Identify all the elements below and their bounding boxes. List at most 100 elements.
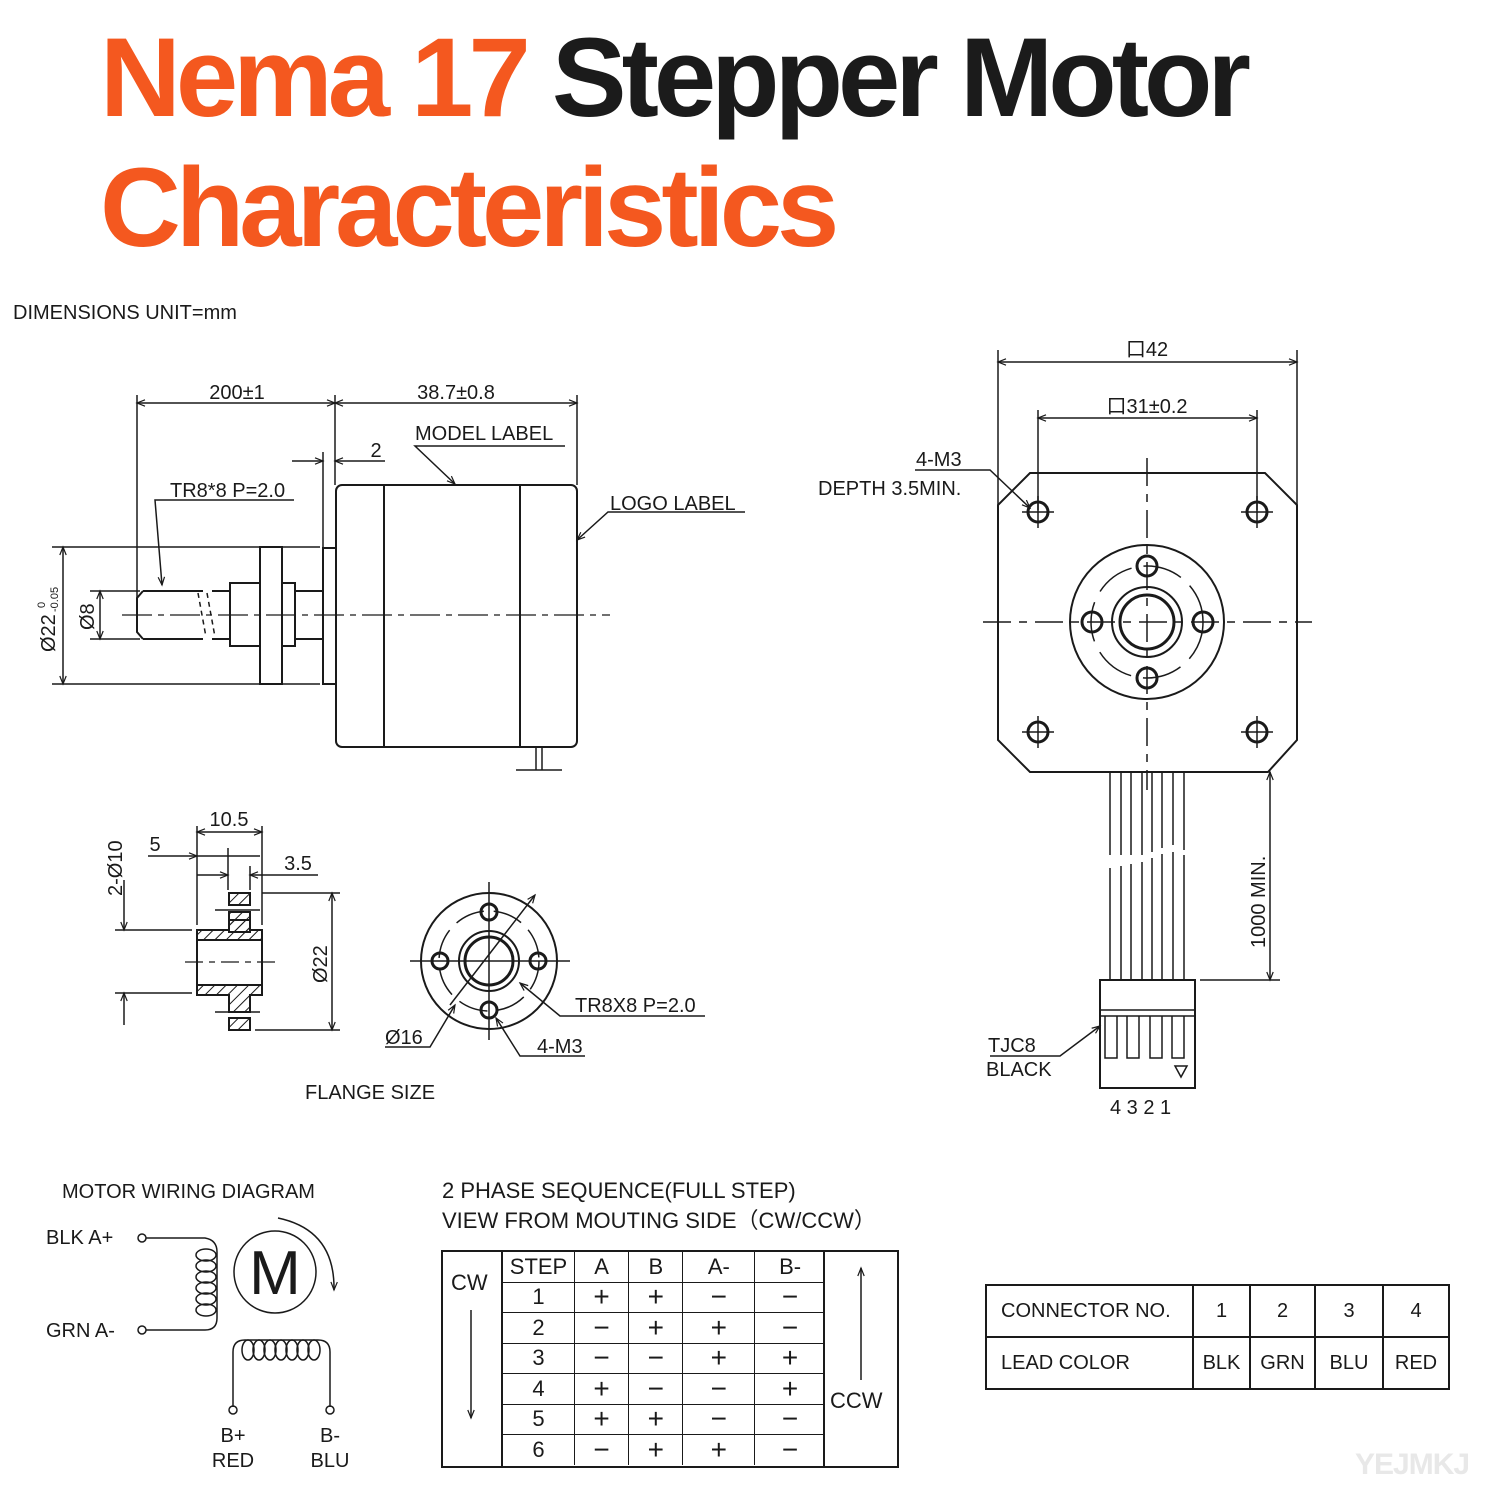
wire-b-minus-label: B- bbox=[320, 1425, 340, 1447]
phase-cell: + bbox=[573, 1403, 630, 1435]
lead-color-cell: GRN bbox=[1249, 1336, 1316, 1390]
title-stepper-motor: Stepper Motor bbox=[551, 15, 1251, 140]
phase-cell: + bbox=[628, 1434, 684, 1465]
connector-color: BLACK bbox=[986, 1059, 1052, 1081]
wiring-title: MOTOR WIRING DIAGRAM bbox=[62, 1181, 315, 1203]
connector-no-cell: 4 bbox=[1382, 1284, 1450, 1338]
step-cell: 3 bbox=[503, 1342, 575, 1374]
ccw-column: CCW bbox=[823, 1252, 897, 1466]
phase-cell: + bbox=[573, 1373, 630, 1405]
table-row: 2 − + + − bbox=[503, 1312, 825, 1344]
col-header: B bbox=[628, 1252, 684, 1283]
dim-body-length: 38.7±0.8 bbox=[417, 382, 495, 404]
phase-cell: − bbox=[628, 1373, 684, 1405]
phase-cell: − bbox=[682, 1281, 756, 1313]
dim-body-square: 口42 bbox=[1126, 339, 1168, 361]
phase-sequence-grid: STEP A B A- B- 1 + + − − 2 − + + − 3 − −… bbox=[503, 1252, 825, 1465]
cw-label: CW bbox=[451, 1270, 488, 1295]
phase-cell: − bbox=[754, 1434, 825, 1465]
phase-cell: + bbox=[628, 1403, 684, 1435]
motor-symbol: M bbox=[249, 1239, 301, 1308]
dim-outer-tol-upper: 0 bbox=[36, 602, 48, 608]
phase-cell: − bbox=[682, 1403, 756, 1435]
step-cell: 1 bbox=[503, 1281, 575, 1313]
step-cell: 2 bbox=[503, 1312, 575, 1344]
wire-a-minus-label: GRN A- bbox=[46, 1320, 115, 1342]
dim-bolt-circle: Ø16 bbox=[385, 1027, 423, 1049]
phase-cell: − bbox=[754, 1281, 825, 1313]
wire-b-plus-color: RED bbox=[212, 1450, 254, 1472]
phase-cell: + bbox=[573, 1281, 630, 1313]
connector-table: CONNECTOR NO. 1 2 3 4 LEAD COLOR BLK GRN… bbox=[985, 1284, 1450, 1390]
phase-cell: − bbox=[628, 1342, 684, 1374]
flange-thread-callout: TR8X8 P=2.0 bbox=[575, 995, 696, 1017]
dim-hole-spacing: 口31±0.2 bbox=[1106, 396, 1187, 418]
wire-a-plus-label: BLK A+ bbox=[46, 1227, 113, 1249]
connector-pin-numbers: 4 3 2 1 bbox=[1110, 1097, 1171, 1119]
lead-color-cell: BLU bbox=[1314, 1336, 1384, 1390]
ccw-label: CCW bbox=[830, 1388, 883, 1413]
col-header: STEP bbox=[503, 1252, 575, 1283]
phase-cell: + bbox=[754, 1342, 825, 1374]
dim-boss-height: 2 bbox=[370, 440, 381, 462]
flange-holes-callout: 4-M3 bbox=[537, 1036, 583, 1058]
model-label-callout: MODEL LABEL bbox=[415, 423, 553, 445]
wire-b-plus-label: B+ bbox=[220, 1425, 245, 1447]
phase-cell: − bbox=[573, 1342, 630, 1374]
connector-number-row: CONNECTOR NO. 1 2 3 4 bbox=[985, 1284, 1450, 1338]
phase-cell: + bbox=[754, 1373, 825, 1405]
phase-cell: − bbox=[754, 1403, 825, 1435]
phase-cell: + bbox=[628, 1312, 684, 1344]
connector-no-label: CONNECTOR NO. bbox=[985, 1284, 1194, 1338]
wiring-diagram-drawing bbox=[137, 1217, 338, 1415]
lead-color-cell: BLK bbox=[1192, 1336, 1251, 1390]
phase-cell: + bbox=[682, 1342, 756, 1374]
table-row: 6 − + + − bbox=[503, 1434, 825, 1465]
connector-no-cell: 2 bbox=[1249, 1284, 1316, 1338]
lead-color-cell: RED bbox=[1382, 1336, 1450, 1390]
logo-label-callout: LOGO LABEL bbox=[610, 493, 736, 515]
dim-flange-bore: 2-Ø10 bbox=[105, 840, 127, 896]
table-row: 3 − − + + bbox=[503, 1342, 825, 1374]
dim-lead-length: 1000 MIN. bbox=[1248, 856, 1270, 948]
wire-b-minus-color: BLU bbox=[311, 1450, 350, 1472]
phase-cell: + bbox=[628, 1281, 684, 1313]
front-view-drawing bbox=[915, 350, 1312, 1089]
dim-outer-tol-lower: -0.05 bbox=[49, 587, 61, 612]
cw-column: CW bbox=[443, 1252, 503, 1466]
table-row: 4 + − − + bbox=[503, 1373, 825, 1405]
phase-cell: − bbox=[754, 1312, 825, 1344]
table-row: 5 + + − − bbox=[503, 1403, 825, 1435]
step-cell: 4 bbox=[503, 1373, 575, 1405]
brand-watermark: YEJMKJ bbox=[1355, 1448, 1470, 1481]
dim-lead-screw-length: 200±1 bbox=[209, 382, 264, 404]
phase-cell: + bbox=[682, 1312, 756, 1344]
flange-front-drawing bbox=[385, 882, 705, 1057]
side-view-drawing bbox=[52, 395, 745, 771]
table-header-row: STEP A B A- B- bbox=[503, 1252, 825, 1283]
col-header: A bbox=[573, 1252, 630, 1283]
dim-flange-offset: 5 bbox=[149, 834, 160, 856]
lead-color-label: LEAD COLOR bbox=[985, 1336, 1194, 1390]
flange-section-drawing bbox=[115, 826, 340, 1032]
page-title-line1: Nema 17 Stepper Motor bbox=[100, 22, 1251, 134]
step-cell: 6 bbox=[503, 1434, 575, 1465]
sequence-title-line2: VIEW FROM MOUTING SIDE（CW/CCW） bbox=[442, 1208, 876, 1233]
dim-flange-thickness: 3.5 bbox=[284, 853, 312, 875]
step-cell: 5 bbox=[503, 1403, 575, 1435]
phase-cell: − bbox=[682, 1373, 756, 1405]
connector-type: TJC8 bbox=[988, 1035, 1036, 1057]
dim-flange-width: 10.5 bbox=[210, 809, 249, 831]
dim-outer-diameter: Ø22 bbox=[38, 614, 60, 652]
mount-depth-callout: DEPTH 3.5MIN. bbox=[818, 478, 961, 500]
connector-no-cell: 3 bbox=[1314, 1284, 1384, 1338]
sequence-title-line1: 2 PHASE SEQUENCE(FULL STEP) bbox=[442, 1178, 796, 1203]
col-header: A- bbox=[682, 1252, 756, 1283]
phase-cell: − bbox=[573, 1312, 630, 1344]
thread-spec-callout: TR8*8 P=2.0 bbox=[170, 480, 285, 502]
dim-flange-diameter: Ø22 bbox=[310, 945, 332, 983]
connector-no-cell: 1 bbox=[1192, 1284, 1251, 1338]
table-row: 1 + + − − bbox=[503, 1281, 825, 1313]
lead-color-row: LEAD COLOR BLK GRN BLU RED bbox=[985, 1336, 1450, 1390]
